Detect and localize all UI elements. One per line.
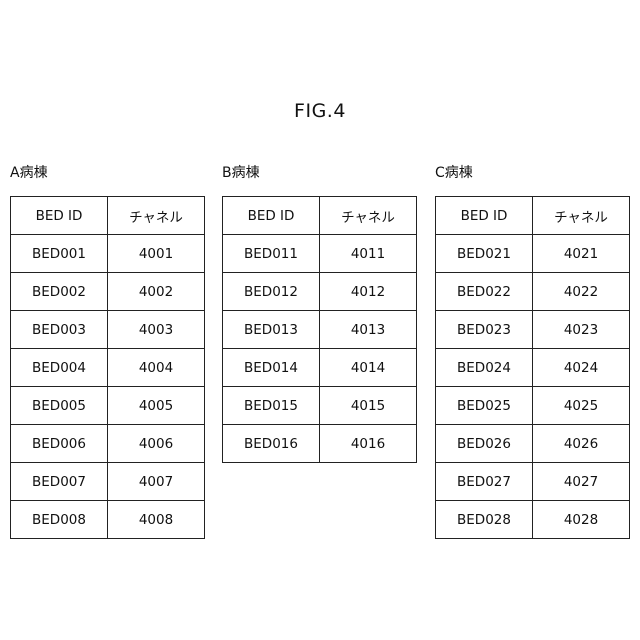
table-row: BED0234023 (436, 311, 630, 349)
ward-c-section: C病棟 BED ID チャネル BED0214021 BED0224022 BE… (435, 162, 630, 539)
channel-header: チャネル (320, 197, 417, 235)
channel-cell: 4028 (533, 501, 630, 539)
bed-id-header: BED ID (436, 197, 533, 235)
channel-cell: 4012 (320, 273, 417, 311)
channel-cell: 4027 (533, 463, 630, 501)
table-row: BED0014001 (11, 235, 205, 273)
channel-cell: 4023 (533, 311, 630, 349)
channel-cell: 4016 (320, 425, 417, 463)
table-row: BED0164016 (223, 425, 417, 463)
bed-id-cell: BED027 (436, 463, 533, 501)
bed-id-cell: BED015 (223, 387, 320, 425)
table-row: BED0274027 (436, 463, 630, 501)
ward-b-label: B病棟 (222, 162, 417, 184)
table-row: BED0214021 (436, 235, 630, 273)
ward-a-label: A病棟 (10, 162, 205, 184)
channel-cell: 4006 (108, 425, 205, 463)
ward-c-label: C病棟 (435, 162, 630, 184)
channel-cell: 4015 (320, 387, 417, 425)
table-header-row: BED ID チャネル (11, 197, 205, 235)
channel-header: チャネル (533, 197, 630, 235)
bed-id-cell: BED001 (11, 235, 108, 273)
table-row: BED0054005 (11, 387, 205, 425)
bed-id-cell: BED003 (11, 311, 108, 349)
bed-id-cell: BED004 (11, 349, 108, 387)
table-row: BED0064006 (11, 425, 205, 463)
channel-cell: 4002 (108, 273, 205, 311)
table-row: BED0254025 (436, 387, 630, 425)
channel-cell: 4021 (533, 235, 630, 273)
table-row: BED0144014 (223, 349, 417, 387)
bed-id-cell: BED014 (223, 349, 320, 387)
table-row: BED0264026 (436, 425, 630, 463)
bed-id-cell: BED006 (11, 425, 108, 463)
bed-id-cell: BED024 (436, 349, 533, 387)
table-row: BED0074007 (11, 463, 205, 501)
channel-cell: 4014 (320, 349, 417, 387)
bed-id-cell: BED013 (223, 311, 320, 349)
table-row: BED0084008 (11, 501, 205, 539)
bed-id-cell: BED005 (11, 387, 108, 425)
table-header-row: BED ID チャネル (223, 197, 417, 235)
channel-cell: 4005 (108, 387, 205, 425)
table-row: BED0244024 (436, 349, 630, 387)
channel-header: チャネル (108, 197, 205, 235)
bed-id-cell: BED012 (223, 273, 320, 311)
ward-b-section: B病棟 BED ID チャネル BED0114011 BED0124012 BE… (222, 162, 417, 463)
channel-cell: 4024 (533, 349, 630, 387)
ward-a-section: A病棟 BED ID チャネル BED0014001 BED0024002 BE… (10, 162, 205, 539)
table-row: BED0284028 (436, 501, 630, 539)
channel-cell: 4022 (533, 273, 630, 311)
figure-title: FIG.4 (0, 100, 640, 122)
table-row: BED0134013 (223, 311, 417, 349)
ward-c-table: BED ID チャネル BED0214021 BED0224022 BED023… (435, 196, 630, 539)
bed-id-header: BED ID (11, 197, 108, 235)
table-row: BED0224022 (436, 273, 630, 311)
channel-cell: 4008 (108, 501, 205, 539)
table-row: BED0114011 (223, 235, 417, 273)
channel-cell: 4007 (108, 463, 205, 501)
ward-a-table: BED ID チャネル BED0014001 BED0024002 BED003… (10, 196, 205, 539)
bed-id-cell: BED021 (436, 235, 533, 273)
channel-cell: 4001 (108, 235, 205, 273)
channel-cell: 4025 (533, 387, 630, 425)
bed-id-cell: BED026 (436, 425, 533, 463)
channel-cell: 4011 (320, 235, 417, 273)
bed-id-cell: BED016 (223, 425, 320, 463)
bed-id-cell: BED022 (436, 273, 533, 311)
table-header-row: BED ID チャネル (436, 197, 630, 235)
bed-id-header: BED ID (223, 197, 320, 235)
channel-cell: 4026 (533, 425, 630, 463)
bed-id-cell: BED028 (436, 501, 533, 539)
channel-cell: 4013 (320, 311, 417, 349)
bed-id-cell: BED007 (11, 463, 108, 501)
table-row: BED0024002 (11, 273, 205, 311)
table-row: BED0044004 (11, 349, 205, 387)
bed-id-cell: BED025 (436, 387, 533, 425)
bed-id-cell: BED008 (11, 501, 108, 539)
bed-id-cell: BED002 (11, 273, 108, 311)
table-row: BED0034003 (11, 311, 205, 349)
channel-cell: 4004 (108, 349, 205, 387)
table-row: BED0154015 (223, 387, 417, 425)
ward-b-table: BED ID チャネル BED0114011 BED0124012 BED013… (222, 196, 417, 463)
table-row: BED0124012 (223, 273, 417, 311)
channel-cell: 4003 (108, 311, 205, 349)
bed-id-cell: BED023 (436, 311, 533, 349)
bed-id-cell: BED011 (223, 235, 320, 273)
